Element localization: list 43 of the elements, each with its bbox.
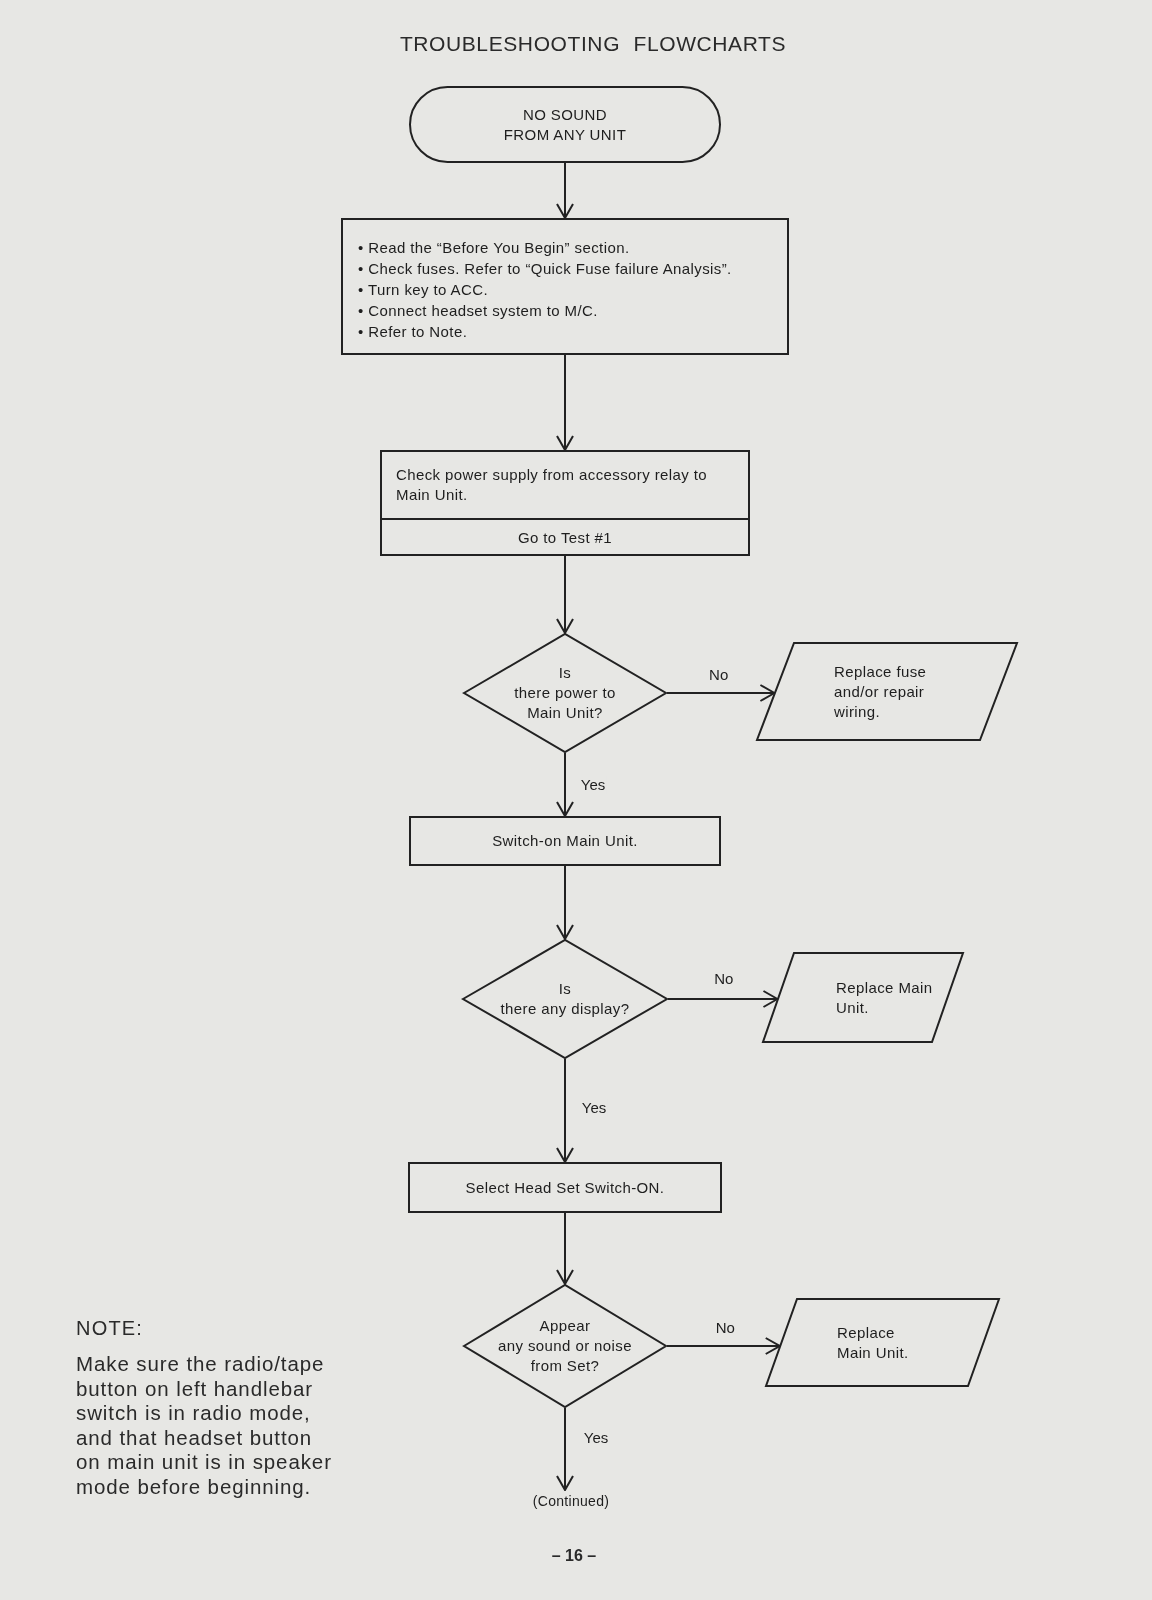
decision-diamond bbox=[463, 633, 667, 753]
continuation-text: (Continued) bbox=[520, 1490, 622, 1512]
flow-arrow bbox=[556, 865, 574, 940]
bullet-item: • Connect headset system to M/C. bbox=[358, 301, 598, 321]
action-parallelogram bbox=[762, 952, 964, 1043]
start-terminator bbox=[409, 86, 721, 163]
page-title: TROUBLESHOOTING FLOWCHARTS bbox=[399, 32, 787, 56]
decision-text: Is there power to Main Unit? bbox=[514, 663, 616, 723]
process-box bbox=[380, 450, 750, 556]
decision-text: Is there any display? bbox=[500, 979, 630, 1019]
page-number: – 16 – bbox=[551, 1546, 597, 1566]
bullet-item: • Turn key to ACC. bbox=[358, 280, 488, 300]
process-text: Switch-on Main Unit. bbox=[492, 831, 638, 851]
flow-arrow bbox=[556, 1212, 574, 1285]
decision-diamond bbox=[462, 939, 668, 1059]
process-box bbox=[408, 1162, 722, 1213]
action-parallelogram bbox=[756, 642, 1018, 741]
flow-arrow bbox=[556, 1407, 574, 1491]
process-text: Check power supply from accessory relay to Main Unit. bbox=[396, 465, 708, 505]
bullet-item: • Read the “Before You Begin” section. bbox=[358, 238, 630, 258]
process-text: Select Head Set Switch-ON. bbox=[465, 1177, 665, 1198]
note-text: Make sure the radio/tape button on left handlebar switch is in radio mode, and that headset button on main unit is in speaker mode before beginning. bbox=[76, 1352, 332, 1499]
process-box bbox=[409, 816, 721, 866]
flow-arrow bbox=[556, 1058, 574, 1163]
flow-arrow bbox=[556, 162, 574, 219]
note-heading: NOTE: bbox=[76, 1316, 144, 1340]
process-text: Go to Test #1 bbox=[517, 528, 613, 548]
terminator-text: NO SOUND FROM ANY UNIT bbox=[503, 104, 627, 145]
bullet-item: • Refer to Note. bbox=[358, 322, 468, 342]
bullet-item: • Check fuses. Refer to “Quick Fuse failure Analysis”. bbox=[358, 259, 732, 279]
process-box bbox=[341, 218, 789, 355]
action-text: Replace fuse and/or repair wiring. bbox=[834, 661, 927, 722]
flow-arrow bbox=[556, 354, 574, 451]
flow-arrow bbox=[666, 684, 776, 702]
flow-arrow bbox=[556, 555, 574, 634]
flow-arrow bbox=[666, 1337, 781, 1355]
decision-text: Appear any sound or noise from Set? bbox=[498, 1316, 632, 1376]
action-text: Replace Main Unit. bbox=[837, 1322, 909, 1363]
action-parallelogram bbox=[765, 1298, 1000, 1387]
decision-diamond bbox=[463, 1284, 667, 1408]
action-text: Replace Main Unit. bbox=[836, 977, 933, 1018]
flow-arrow bbox=[556, 752, 574, 817]
flow-arrow bbox=[667, 990, 779, 1008]
